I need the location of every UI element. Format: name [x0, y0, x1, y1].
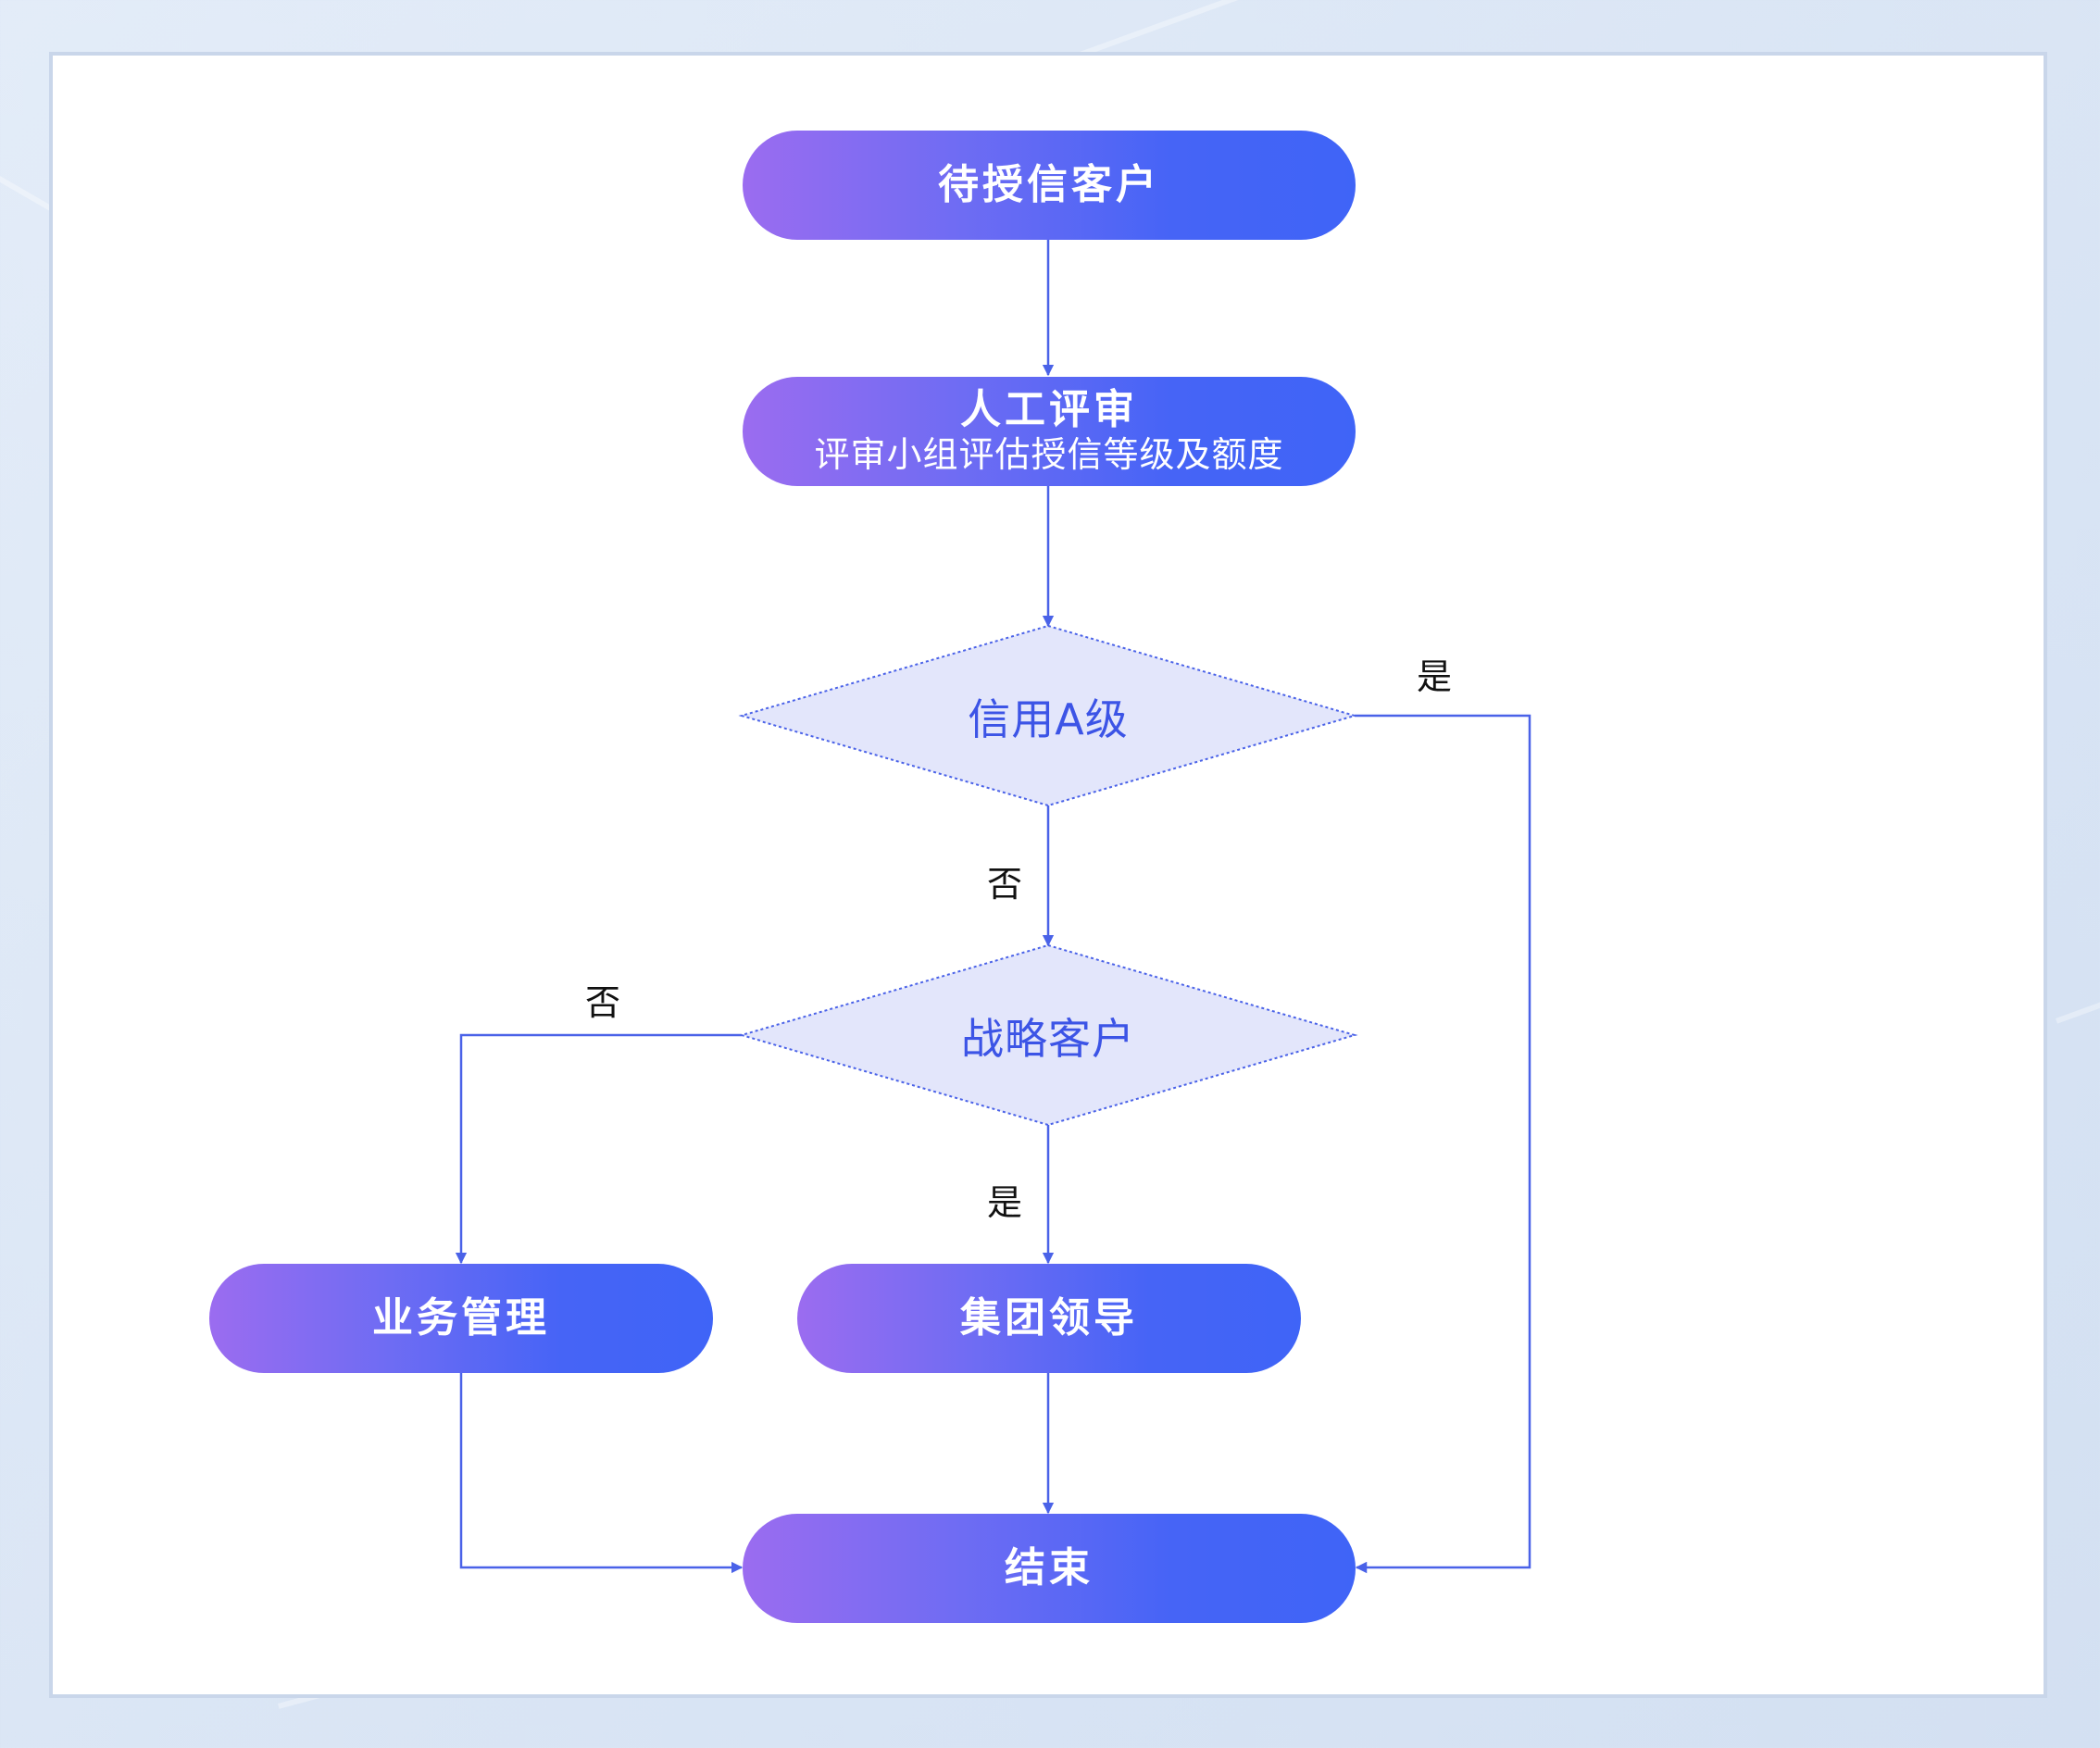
decision-a-label: 信用A级: [968, 694, 1129, 744]
edge-label-strategic-no: 否: [585, 982, 621, 1023]
start-node-label: 待授信客户: [938, 160, 1160, 208]
decision-a-diamond: [738, 624, 1358, 807]
edge-business-end: [459, 1372, 744, 1574]
start-node: 待授信客户: [743, 131, 1356, 240]
edge-decision-a-yes: [1355, 714, 1531, 1574]
review-node-subtitle: 评审小组评估授信等级及额度: [814, 433, 1284, 475]
business-node: 业务管理: [209, 1264, 713, 1373]
decision-strategic-diamond: [738, 943, 1358, 1127]
group-leader-node: 集团领导: [797, 1264, 1301, 1373]
end-node: 结束: [743, 1514, 1356, 1623]
edge-strategic-no: [455, 1033, 742, 1265]
edge-label-a-no: 否: [987, 864, 1023, 905]
edge-label-strategic-yes: 是: [987, 1182, 1023, 1223]
decision-strategic-label: 战略客户: [961, 1014, 1135, 1064]
business-node-label: 业务管理: [372, 1293, 550, 1342]
review-node: 人工评审 评审小组评估授信等级及额度: [743, 377, 1356, 486]
end-node-label: 结束: [1005, 1543, 1094, 1592]
review-node-title: 人工评审: [960, 385, 1138, 433]
group-leader-node-label: 集团领导: [960, 1293, 1138, 1342]
edge-label-a-yes: 是: [1417, 656, 1453, 697]
